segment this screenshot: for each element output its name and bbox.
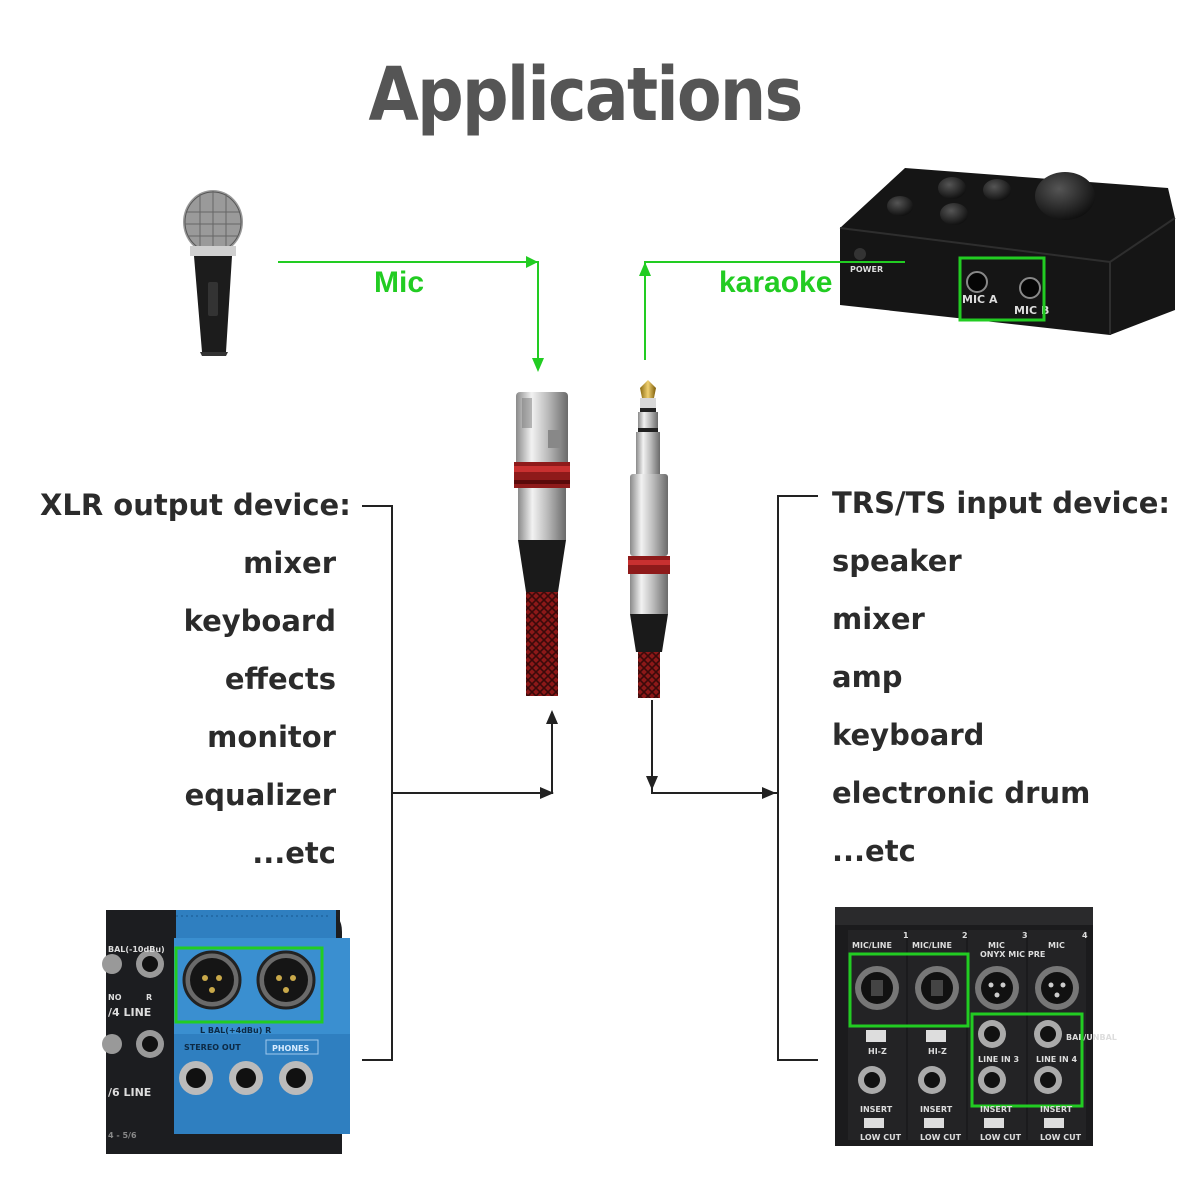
microphone-icon	[183, 190, 243, 356]
line-inputs-highlight	[970, 1012, 1084, 1108]
insert-label-1: INSERT	[860, 1105, 893, 1114]
no-label: NO	[108, 993, 122, 1002]
ch-num-4: 4	[1082, 931, 1088, 940]
line-6-label: /6 LINE	[108, 1086, 151, 1099]
xlr-outputs-highlight	[174, 946, 324, 1024]
line-4-label: /4 LINE	[108, 1006, 151, 1019]
power-label: POWER	[850, 265, 883, 274]
list-item: monitor	[207, 720, 336, 754]
arrow-right-icon	[540, 787, 554, 799]
list-item: electronic drum	[832, 776, 1091, 810]
xlr-output-mixer: L BAL(+4dBu) R STEREO OUT PHONES BAL(-10…	[102, 910, 350, 1154]
line-in-4-label: LINE IN 4	[1036, 1055, 1077, 1064]
insert-label-4: INSERT	[1040, 1105, 1073, 1114]
hi-z-label-1: HI-Z	[868, 1047, 887, 1056]
list-item: amp	[832, 660, 903, 694]
r-label: R	[146, 993, 152, 1002]
trs-input-mixer: MIC/LINE MIC/LINE MIC MIC 1 2 3 4 ONYX M…	[835, 907, 1117, 1146]
combo-inputs-highlight	[848, 952, 970, 1028]
list-item: ...etc	[832, 834, 916, 868]
ch1-label: MIC/LINE	[852, 941, 892, 950]
mic-label: Mic	[374, 266, 425, 299]
ch3-label: MIC	[988, 941, 1005, 950]
list-item: speaker	[832, 544, 962, 578]
trs-input-device-list: TRS/TS input device: speaker mixer amp k…	[832, 474, 1182, 880]
low-cut-label-1: LOW CUT	[860, 1133, 902, 1142]
phones-label: PHONES	[272, 1044, 310, 1053]
mic-b-label: MIC B	[1014, 304, 1049, 317]
trs-jack-connector	[628, 380, 670, 698]
karaoke-label: karaoke	[719, 266, 833, 299]
line-in-3-label: LINE IN 3	[978, 1055, 1019, 1064]
low-cut-label-3: LOW CUT	[980, 1133, 1022, 1142]
ch-num-2: 2	[962, 931, 968, 940]
xlr-output-device-list: XLR output device: mixer keyboard effect…	[40, 476, 351, 882]
low-cut-label-2: LOW CUT	[920, 1133, 962, 1142]
karaoke-device: POWER MIC A MIC B	[839, 168, 1176, 335]
insert-label-2: INSERT	[920, 1105, 953, 1114]
hi-z-label-2: HI-Z	[928, 1047, 947, 1056]
mic-arrow	[278, 256, 544, 372]
arrow-right-icon	[762, 787, 776, 799]
arrow-down-icon	[646, 776, 658, 790]
trs-heading: TRS/TS input device:	[832, 486, 1171, 520]
list-item: keyboard	[832, 718, 985, 752]
bal-label: BAL(-10dBu)	[108, 945, 165, 954]
list-item: mixer	[832, 602, 925, 636]
list-item: ...etc	[252, 836, 336, 870]
insert-label-3: INSERT	[980, 1105, 1013, 1114]
mic-inputs-highlight	[958, 256, 1046, 322]
list-item: equalizer	[184, 778, 336, 812]
xlr-female-connector	[514, 392, 570, 696]
right-connector-lines	[651, 495, 818, 1061]
karaoke-arrow	[639, 261, 905, 360]
left-connector-lines	[362, 505, 553, 1061]
list-item: effects	[224, 662, 336, 696]
onyx-label: ONYX MIC PRE	[980, 950, 1045, 959]
stereo-out-label: STEREO OUT	[184, 1043, 241, 1052]
ch4-label: MIC	[1048, 941, 1065, 950]
page-title: Applications	[368, 52, 803, 138]
arrow-up-icon	[546, 710, 558, 724]
list-item: mixer	[243, 546, 336, 580]
ch2-label: MIC/LINE	[912, 941, 952, 950]
list-item: keyboard	[183, 604, 336, 638]
mixer-bal-label: L BAL(+4dBu) R	[200, 1026, 271, 1035]
low-cut-label-4: LOW CUT	[1040, 1133, 1082, 1142]
mic-a-label: MIC A	[962, 293, 998, 306]
channel-label: 4 - 5/6	[108, 1131, 137, 1140]
xlr-heading: XLR output device:	[40, 488, 351, 522]
bal-unbal-label: BAL/UNBAL	[1066, 1033, 1117, 1042]
ch-num-3: 3	[1022, 931, 1028, 940]
ch-num-1: 1	[903, 931, 909, 940]
